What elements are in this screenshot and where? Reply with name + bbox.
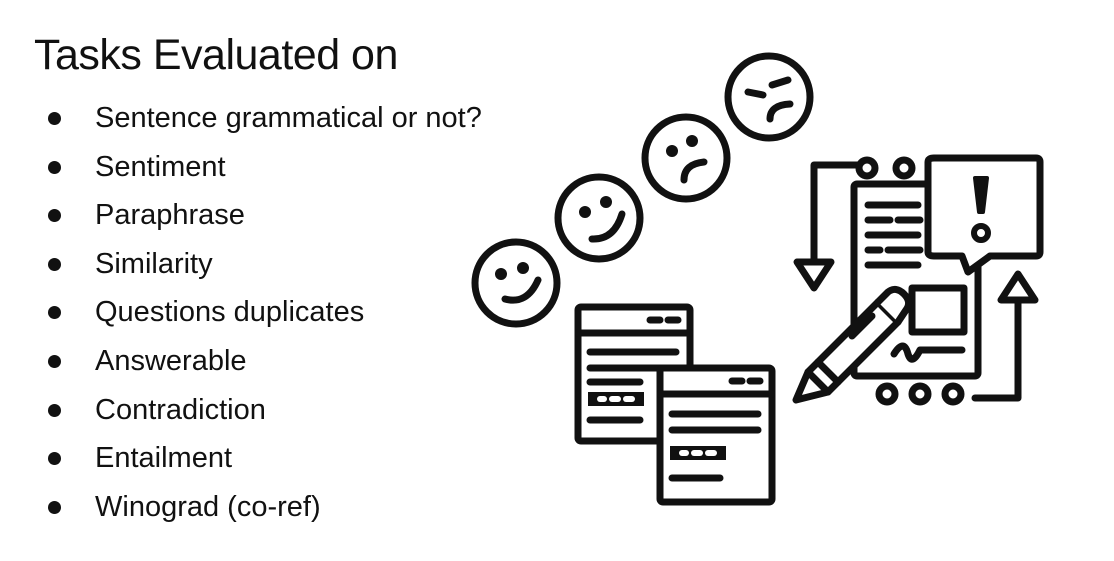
list-item-text: Sentence grammatical or not? — [95, 102, 482, 134]
slide-title: Tasks Evaluated on — [34, 31, 398, 79]
bullet-icon — [48, 209, 61, 223]
speech-bubble-exclamation-icon — [924, 154, 1044, 276]
smiley-face-icon — [554, 173, 644, 263]
smiley-face-icon — [471, 238, 561, 328]
list-item-text: Sentiment — [95, 150, 226, 183]
sad-face-icon — [641, 113, 731, 203]
bullet-icon — [48, 500, 61, 514]
list-item-text: Answerable — [95, 344, 247, 377]
list-item-text: Entailment — [95, 442, 233, 475]
list-item-text: Questions duplicates — [95, 296, 365, 329]
sentiment-evaluation-illustration — [471, 52, 1044, 506]
list-item-text: Winograd (co-ref) — [95, 490, 321, 523]
bullet-icon — [48, 452, 61, 466]
list-item-text: Similarity — [95, 247, 213, 280]
bullet-icon — [48, 112, 61, 125]
list-item-text: Paraphrase — [95, 199, 245, 232]
angry-face-icon — [724, 52, 814, 142]
bullet-icon — [48, 354, 61, 368]
arrow-up-icon — [971, 270, 1039, 402]
bullet-icon — [48, 160, 61, 174]
pencil-icon — [792, 285, 913, 404]
bullet-icon — [48, 257, 61, 271]
bullet-icon — [48, 403, 61, 417]
arrow-down-icon — [793, 161, 862, 292]
bullet-icon — [48, 306, 61, 320]
list-item-text: Contradiction — [95, 393, 266, 426]
document-window-icon — [656, 364, 776, 506]
